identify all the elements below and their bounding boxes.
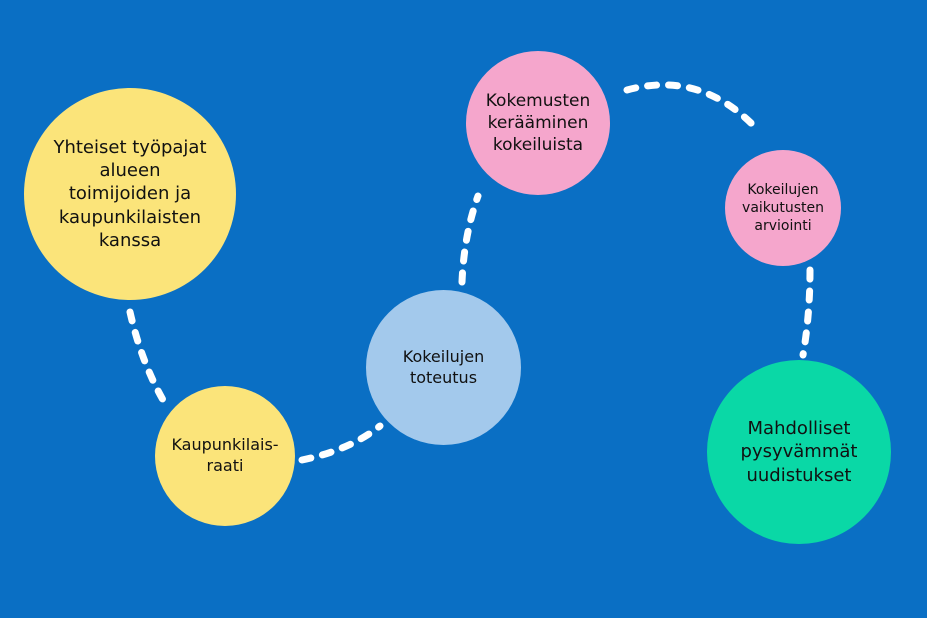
node-label: Kokeilujen toteutus [402,346,485,387]
node-label: Yhteiset työpajat alueen toimijoiden ja … [53,136,207,252]
node-panel: Kaupunkilais- raati [155,386,295,526]
node-label: Kokeilujen vaikutusten arviointi [742,181,824,235]
node-experiences: Kokemusten kerääminen kokeiluista [466,51,610,195]
node-reforms: Mahdolliset pysyvämmät uudistukset [707,360,891,544]
node-label: Kaupunkilais- raati [171,435,279,475]
node-implementation: Kokeilujen toteutus [366,290,521,445]
connector-evaluation-reforms [799,266,814,359]
node-label: Kokemusten kerääminen kokeiluista [485,90,591,156]
node-workshops: Yhteiset työpajat alueen toimijoiden ja … [24,88,236,300]
connector-experiences-evaluation [623,81,760,132]
connector-implementation-experiences [458,192,482,286]
connector-panel-implementation [298,422,384,464]
connector-workshops-panel [126,308,170,409]
node-evaluation: Kokeilujen vaikutusten arviointi [725,150,841,266]
node-label: Mahdolliset pysyvämmät uudistukset [740,417,858,486]
